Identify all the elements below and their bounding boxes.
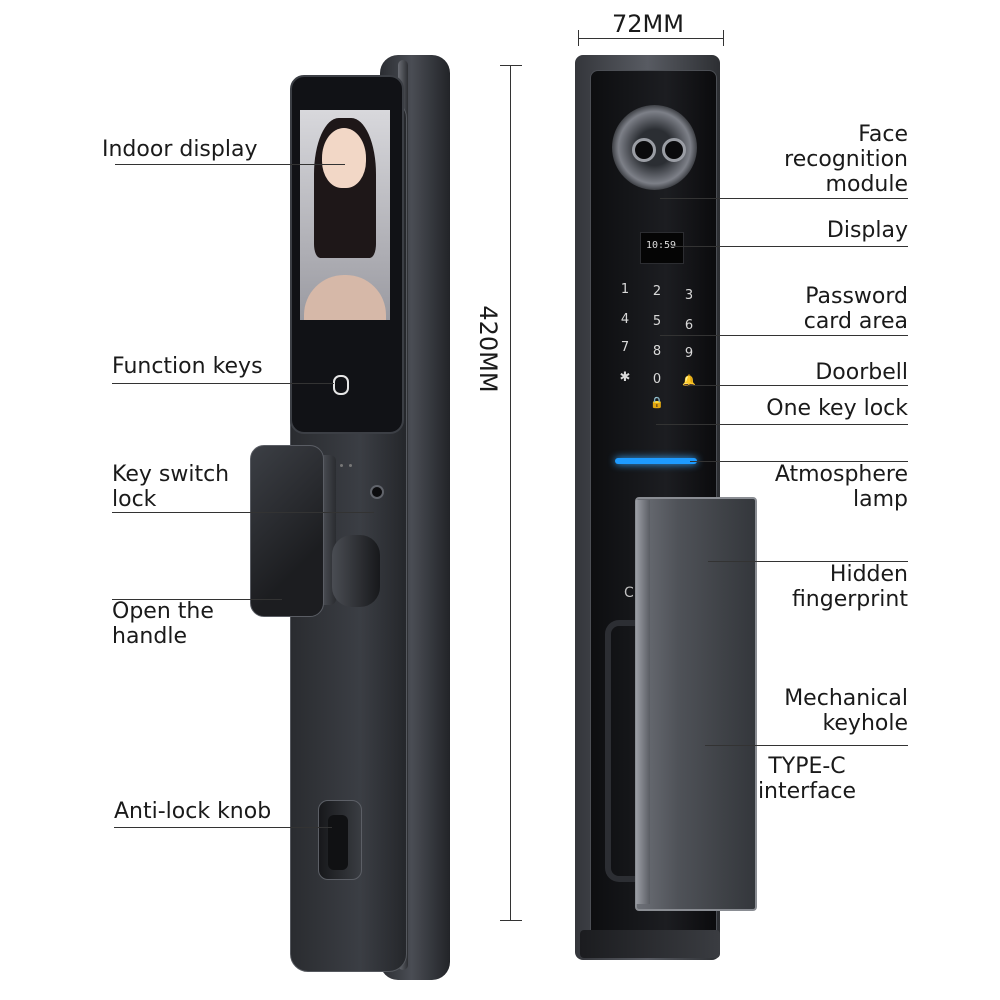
leader-hidden-fingerprint	[708, 561, 908, 562]
keypad-key[interactable]: ✱	[619, 370, 631, 385]
width-dimension-line	[578, 38, 723, 39]
width-dimension-tick-right	[723, 30, 724, 46]
label-one-key-lock: One key lock	[766, 396, 908, 421]
leader-atmosphere-lamp	[690, 461, 908, 462]
atmosphere-lamp	[615, 458, 697, 464]
function-key-icon[interactable]	[333, 375, 349, 395]
label-atmosphere-lamp: Atmosphere lamp	[774, 462, 908, 512]
leader-face-recognition	[660, 198, 908, 199]
label-indoor-display: Indoor display	[102, 137, 258, 162]
camera-lens-icon	[662, 138, 686, 162]
portrait-shoulders	[304, 275, 386, 320]
keypad-key[interactable]: 0	[652, 372, 662, 387]
sliding-cover-edge	[636, 500, 650, 904]
keypad-key[interactable]: 7	[620, 340, 630, 355]
anti-lock-knob-grip	[328, 815, 348, 870]
leader-display	[670, 246, 908, 247]
outdoor-pull-handle[interactable]	[605, 620, 641, 882]
width-dimension-tick-left	[578, 30, 579, 46]
leader-anti-lock-knob	[114, 827, 332, 828]
label-hidden-fingerprint: Hidden fingerprint	[791, 562, 908, 612]
keypad-key[interactable]: 6	[684, 318, 694, 333]
height-dimension-label: 420MM	[474, 305, 502, 393]
label-key-switch-lock: Key switch lock	[112, 462, 230, 512]
label-function-keys: Function keys	[112, 354, 263, 379]
leader-password-card	[660, 335, 908, 336]
keypad-key[interactable]: 2	[652, 284, 662, 299]
portrait-face	[322, 128, 366, 188]
outdoor-mini-display	[640, 232, 684, 264]
label-face-recognition: Face recognition module	[784, 122, 908, 197]
key-switch-lock-hole[interactable]	[370, 485, 384, 499]
leader-one-key-lock	[656, 424, 908, 425]
camera-lens-icon	[632, 138, 656, 162]
keypad-key[interactable]: 1	[620, 282, 630, 297]
label-open-handle: Open the handle	[112, 599, 214, 649]
width-dimension-label: 72MM	[612, 10, 684, 38]
leader-indoor-display	[115, 164, 345, 165]
password-keypad[interactable]: 1 2 3 4 5 6 7 8 9 ✱ 0 🔔 🔒	[612, 282, 708, 412]
label-display: Display	[826, 218, 908, 243]
keypad-key[interactable]: 3	[684, 288, 694, 303]
leader-key-switch-lock	[112, 512, 374, 513]
label-mechanical-keyhole: Mechanical keyhole	[784, 686, 908, 736]
leader-function-keys	[112, 383, 334, 384]
mini-display-time: 10:59	[645, 240, 677, 251]
indoor-display-screen[interactable]	[300, 110, 390, 320]
leader-doorbell	[688, 385, 908, 386]
open-handle[interactable]	[250, 445, 324, 617]
sliding-cover[interactable]	[635, 497, 757, 911]
label-password-card: Password card area	[803, 284, 908, 334]
doorbell-icon[interactable]: 🔔	[682, 374, 696, 387]
outdoor-bottom-plate	[580, 930, 720, 958]
lock-icon[interactable]: 🔒	[650, 396, 664, 409]
label-type-c: TYPE-C interface	[757, 754, 857, 804]
keypad-key[interactable]: 8	[652, 344, 662, 359]
leader-mechanical-keyhole	[705, 745, 908, 746]
keypad-key[interactable]: 4	[620, 312, 630, 327]
keypad-key[interactable]: 9	[684, 346, 694, 361]
leader-open-handle	[112, 599, 282, 600]
label-anti-lock-knob: Anti-lock knob	[114, 799, 272, 824]
indicator-dots	[340, 452, 360, 467]
keypad-key[interactable]: 5	[652, 314, 662, 329]
handle-spindle-knob	[332, 535, 380, 607]
height-dimension-line	[510, 65, 511, 920]
fingerprint-sensor-icon: C	[624, 585, 634, 601]
height-dimension-tick-bottom	[500, 920, 522, 921]
height-dimension-tick-top	[500, 65, 522, 66]
label-doorbell: Doorbell	[815, 360, 908, 385]
